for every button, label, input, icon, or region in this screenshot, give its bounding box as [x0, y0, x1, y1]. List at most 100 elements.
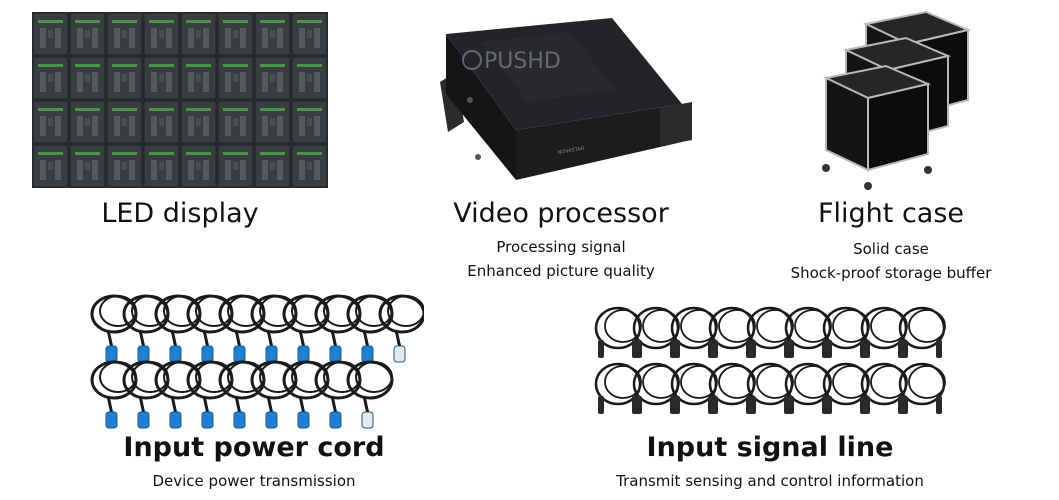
flight-case-title: Flight case [817, 198, 965, 229]
led-cabinet-bar [240, 116, 246, 136]
signal-line-desc-1: Transmit sensing and control information [616, 472, 924, 490]
xlr-connector [936, 340, 942, 358]
powercon-connector [329, 345, 342, 363]
video-processor-desc-1: Processing signal [496, 238, 626, 256]
led-cabinet-bar [166, 160, 172, 180]
led-cabinet-bar [277, 116, 283, 136]
signal-cable-coil [604, 365, 642, 399]
power-cord-coil [99, 361, 137, 393]
powercon-connector [169, 411, 182, 429]
signal-cable-coil [718, 365, 756, 399]
led-cabinet-bar [203, 116, 209, 136]
power-cord-coil [99, 295, 137, 327]
xlr-connector [674, 396, 680, 414]
led-cabinet-accent [223, 64, 248, 67]
led-cabinet-bar [277, 72, 283, 92]
powercon-connector [137, 345, 150, 363]
led-cabinet-bar [188, 160, 194, 180]
power-cord-tail [330, 395, 338, 415]
xlr-connector [826, 396, 832, 414]
led-cabinet-plate [196, 118, 201, 126]
led-cabinet-bar [77, 72, 83, 92]
powercon-connector [105, 411, 118, 429]
power-cord-coil [355, 295, 393, 327]
led-cabinet-bar [151, 28, 157, 48]
led-cabinet-bar [314, 28, 320, 48]
power-cord-tail [106, 395, 114, 415]
xlr-connector [788, 340, 794, 358]
led-cabinet-bar [92, 28, 98, 48]
led-cabinet-accent [223, 152, 248, 155]
led-cabinet-bar [225, 116, 231, 136]
led-cabinet-bar [92, 72, 98, 92]
led-cabinet-accent [186, 64, 211, 67]
xlr-connector [712, 396, 718, 414]
led-cabinet-bar [151, 160, 157, 180]
xlr-connector [936, 396, 942, 414]
led-cabinet-plate [48, 118, 53, 126]
led-cabinet-plate [122, 118, 127, 126]
led-cabinet-bar [277, 28, 283, 48]
flight-case-image [822, 10, 972, 190]
led-cabinet-accent [260, 64, 285, 67]
signal-cable-coil [756, 365, 794, 399]
led-cabinet-bar [40, 28, 46, 48]
power-cord-tail [234, 395, 242, 415]
led-cabinet-accent [149, 152, 174, 155]
led-cabinet-plate [270, 30, 275, 38]
video-processor-image: NOVASTAR PUSHD [440, 18, 692, 180]
xlr-connector [788, 396, 794, 414]
watermark-text: PUSHD [484, 49, 561, 74]
led-cabinet-bar [314, 72, 320, 92]
led-cabinet-bar [55, 28, 61, 48]
case-wheel [822, 164, 830, 172]
led-cabinet-bar [240, 72, 246, 92]
led-cabinet-accent [112, 152, 137, 155]
signal-line-image [594, 306, 946, 414]
power-cord-tail [106, 329, 114, 349]
led-cabinet-plate [122, 30, 127, 38]
power-cord-coil [355, 361, 393, 393]
led-cabinet-plate [270, 162, 275, 170]
led-cabinet-bar [114, 160, 120, 180]
power-cord-tail [266, 329, 274, 349]
power-cord-tail [362, 395, 370, 415]
led-cabinet-bar [55, 116, 61, 136]
power-cord-tail [138, 395, 146, 415]
powercon-connector [233, 411, 246, 429]
led-cabinet-plate [233, 74, 238, 82]
case-wheel [924, 166, 932, 174]
powercon-connector [361, 345, 374, 363]
led-cabinet-bar [151, 116, 157, 136]
led-cabinet-bar [129, 116, 135, 136]
signal-cable-coil [794, 309, 832, 343]
powercon-connector [393, 345, 406, 363]
power-cord-tail [234, 329, 242, 349]
led-cabinet-bar [166, 28, 172, 48]
led-cabinet-accent [112, 64, 137, 67]
led-cabinet-bar [262, 72, 268, 92]
led-cabinet-accent [260, 20, 285, 23]
led-cabinet-bar [314, 160, 320, 180]
led-cabinet-bar [129, 72, 135, 92]
led-cabinet-plate [307, 162, 312, 170]
signal-cable-coil [680, 365, 718, 399]
led-cabinet-accent [223, 20, 248, 23]
powercon-connector [201, 345, 214, 363]
led-cabinet-accent [223, 108, 248, 111]
xlr-connector [598, 340, 604, 358]
power-cord-tail [298, 329, 306, 349]
xlr-connector [636, 340, 642, 358]
power-cord-coil [323, 295, 361, 327]
power-cord-title: Input power cord [123, 432, 385, 463]
led-cabinet-plate [85, 30, 90, 38]
led-cabinet-accent [149, 20, 174, 23]
led-cabinet-bar [40, 72, 46, 92]
led-cabinet-plate [307, 30, 312, 38]
led-cabinet-bar [188, 72, 194, 92]
case-side [867, 82, 929, 172]
led-cabinet-accent [260, 108, 285, 111]
power-cord-coil [163, 361, 201, 393]
led-cabinet-plate [159, 74, 164, 82]
led-cabinet-plate [122, 74, 127, 82]
